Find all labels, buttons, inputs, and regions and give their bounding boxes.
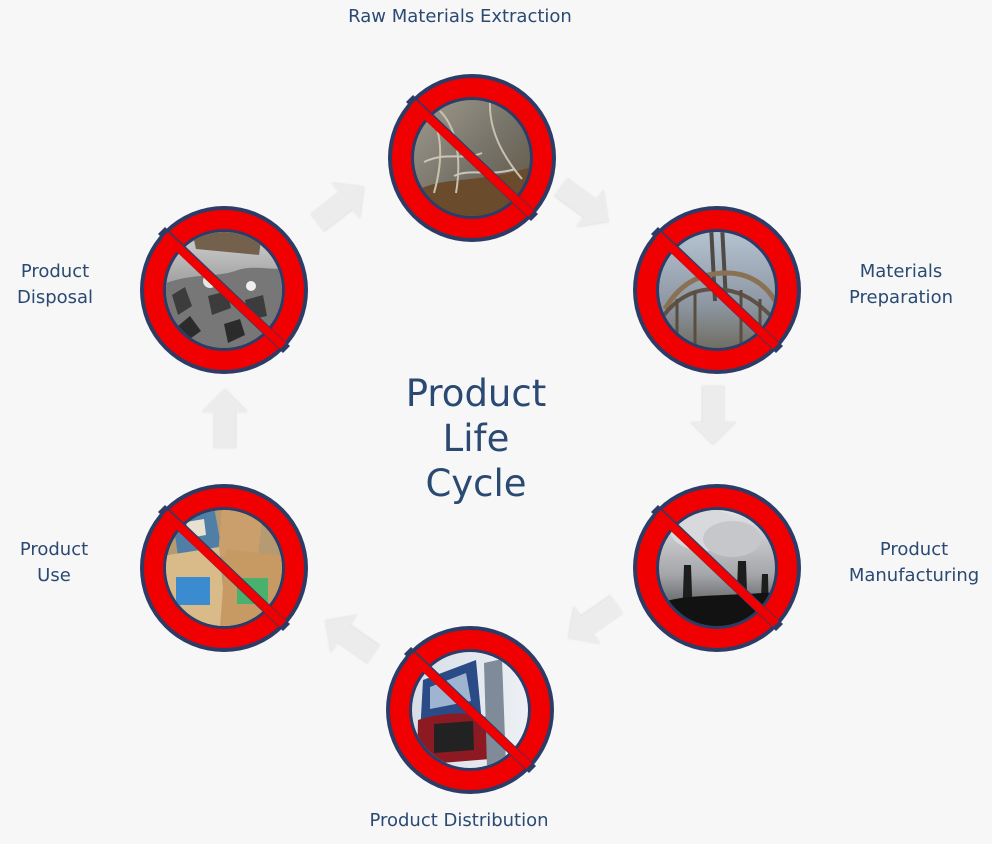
prohibited-raw-materials-photo-icon	[388, 74, 556, 242]
node-product-use	[124, 468, 324, 652]
arrow-preparation-to-manufacturing-icon	[691, 386, 737, 445]
label-product-use: Product Use	[19, 539, 89, 586]
center-title-line-3: Cycle	[425, 462, 527, 505]
prohibited-landfill-photo-icon	[140, 206, 308, 374]
center-title-line-2: Life	[442, 417, 510, 460]
node-raw-materials-extraction	[372, 58, 572, 242]
prohibited-truck-photo-icon	[386, 626, 554, 794]
node-product-manufacturing	[617, 468, 817, 652]
node-materials-preparation	[617, 190, 817, 374]
prohibited-materials-preparation-photo-icon	[633, 206, 801, 374]
label-product-manufacturing: Product Manufacturing	[848, 539, 980, 586]
center-title: Product Life Cycle	[366, 371, 586, 506]
prohibited-factory-smoke-photo-icon	[633, 484, 801, 652]
label-product-distribution: Product Distribution	[369, 810, 549, 831]
label-raw-materials-extraction: Raw Materials Extraction	[348, 6, 572, 27]
arrow-use-to-disposal-icon	[201, 389, 247, 448]
label-materials-preparation: Materials Preparation	[849, 261, 953, 308]
prohibited-shopping-bags-photo-icon	[140, 484, 308, 652]
label-product-disposal: Product Disposal	[16, 261, 94, 308]
center-title-line-1: Product	[405, 372, 547, 415]
node-product-distribution	[370, 610, 570, 794]
node-product-disposal	[124, 190, 324, 374]
